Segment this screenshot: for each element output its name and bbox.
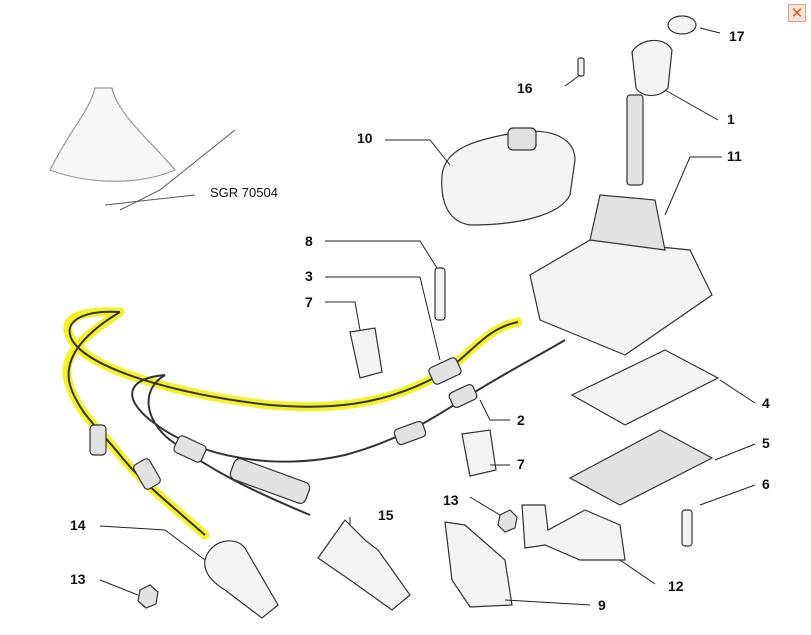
callout-13b: 13 [70, 571, 86, 587]
gear-boot [49, 87, 176, 182]
select-cable-collar [173, 435, 207, 463]
knob-emblem [667, 15, 697, 35]
callout-17: 17 [729, 28, 745, 44]
callout-13: 13 [443, 492, 459, 508]
base-plate [568, 429, 714, 506]
callout-15: 15 [378, 507, 394, 523]
gear-knob [631, 39, 673, 97]
shift-housing-tower [589, 194, 666, 251]
cable-sleeve-lower [133, 458, 161, 490]
shift-housing [529, 239, 713, 356]
callout-3: 3 [305, 268, 313, 284]
screw-16 [577, 57, 585, 77]
callout-9: 9 [598, 597, 606, 613]
gasket-plate [570, 349, 720, 426]
callout-5: 5 [762, 435, 770, 451]
callout-12: 12 [668, 578, 684, 594]
select-cable [131, 339, 566, 463]
shift-cable-lower [67, 311, 206, 536]
callout-10: 10 [357, 130, 373, 146]
nut-13-upper [497, 509, 518, 533]
cable-sleeve-upper [428, 357, 462, 385]
bolt-6 [681, 509, 693, 547]
clip-7-right [461, 429, 497, 477]
select-cable-end [229, 458, 311, 504]
callout-7b: 7 [517, 456, 525, 472]
select-cable-lower [147, 374, 311, 516]
bracket-9 [444, 521, 513, 608]
callout-1: 1 [727, 111, 735, 127]
select-cable-sleeve [393, 420, 427, 446]
boot-detail-line-2 [104, 194, 196, 206]
bolt-8 [434, 267, 446, 321]
lever-cover [441, 130, 576, 226]
nut-13-lower [137, 584, 159, 609]
callout-6: 6 [762, 476, 770, 492]
boot-detail-line [119, 129, 236, 211]
lever-cover-top [507, 127, 537, 151]
leader-lines [99, 27, 756, 606]
callout-14: 14 [70, 517, 86, 533]
callout-16: 16 [517, 80, 533, 96]
close-button[interactable]: ✕ [788, 4, 806, 22]
callouts: 17 16 1 10 11 8 3 7 4 2 5 7 6 13 14 15 1… [70, 28, 770, 613]
callout-7: 7 [305, 294, 313, 310]
cable-sleeve-left [89, 424, 107, 456]
callout-4: 4 [762, 395, 770, 411]
bracket-14 [204, 540, 279, 619]
callout-2: 2 [517, 412, 525, 428]
bracket-12 [521, 504, 626, 561]
callout-8: 8 [305, 233, 313, 249]
clip-7-left [349, 327, 383, 379]
diagram-code: SGR 70504 [210, 185, 278, 200]
callout-11: 11 [727, 148, 742, 164]
bracket-15 [317, 519, 411, 611]
select-cable-sleeve-upper [448, 383, 478, 409]
gear-lever [626, 94, 644, 186]
